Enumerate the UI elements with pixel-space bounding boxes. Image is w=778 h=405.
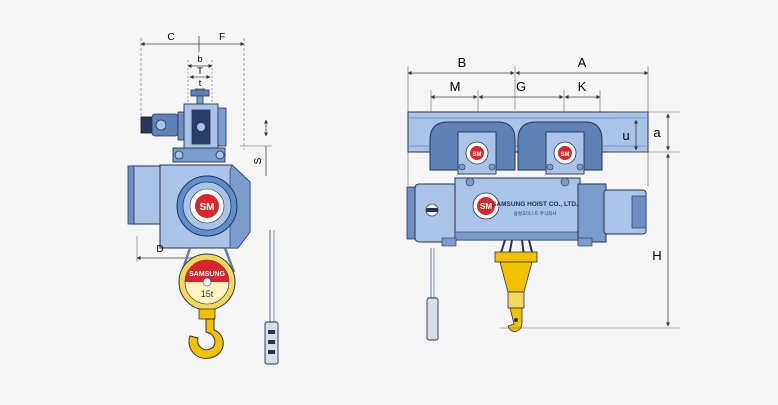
rail-flange-top xyxy=(190,89,210,97)
front-logo-text: SM xyxy=(480,202,492,211)
wheel-logo-left-text: SM xyxy=(473,152,482,158)
dim-label-m: M xyxy=(450,79,461,94)
hook-block-front xyxy=(494,251,538,263)
dim-label-g: G xyxy=(516,79,526,94)
dim-label-k: K xyxy=(578,79,587,94)
dim-label-t-lower: t xyxy=(199,78,202,88)
front-view: B A M G K u a SM SM xyxy=(406,55,680,341)
pendant-switch-front xyxy=(426,297,439,341)
hook-brand-text: SAMSUNG xyxy=(189,271,225,278)
wheel-logo-right-text: SM xyxy=(561,152,570,158)
dim-label-d: D xyxy=(156,244,163,255)
dim-label-a-front: A xyxy=(578,55,587,70)
hoist-motor-side xyxy=(131,165,161,225)
nameplate-korean: 삼성호이스트 주식회사 xyxy=(514,210,558,217)
dim-label-b-front: B xyxy=(458,55,467,70)
dim-label-t-upper: T xyxy=(197,66,203,76)
dim-label-c: C xyxy=(167,32,174,43)
hook-capacity-text: 15t xyxy=(201,289,214,299)
nameplate-company: SAMSUNG HOIST CO., LTD. xyxy=(492,201,578,208)
dim-label-s: S xyxy=(253,157,264,164)
suspension-bar xyxy=(172,147,226,163)
hook xyxy=(188,318,224,359)
side-logo-text: SM xyxy=(200,202,215,213)
gearbox xyxy=(577,183,607,243)
side-view: C F b T t S xyxy=(127,32,279,365)
dim-label-h: H xyxy=(652,248,661,263)
dim-label-a-small: a xyxy=(653,125,661,140)
dim-label-b: b xyxy=(197,54,202,64)
dim-label-u: u xyxy=(622,128,629,143)
dim-label-f: F xyxy=(219,32,225,43)
